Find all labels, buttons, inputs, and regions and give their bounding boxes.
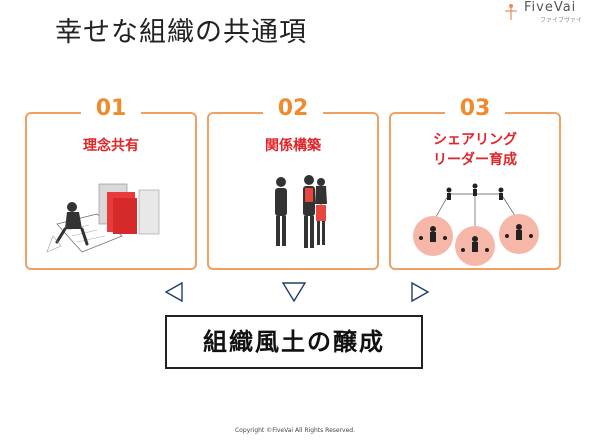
filing-work-illustration xyxy=(46,183,160,253)
card-sharing-leadership: シェアリング リーダー育成 xyxy=(389,112,561,270)
logo-mark-icon xyxy=(505,4,517,20)
arrow-right-icon xyxy=(411,281,430,303)
card-label: 理念共有 xyxy=(27,136,195,156)
card-number: 02 xyxy=(263,95,323,123)
team-people-illustration xyxy=(275,175,327,248)
card-number: 03 xyxy=(445,95,505,123)
card-label-line: シェアリング xyxy=(433,132,517,148)
arrow-left-icon xyxy=(164,281,183,303)
fivevai-logo: FiveVai ファイブヴァイ xyxy=(500,0,590,24)
logo-subtext: ファイブヴァイ xyxy=(540,17,583,24)
copyright-text: Copyright ©FiveVai All Rights Reserved. xyxy=(234,427,356,434)
card-label-line: 関係構築 xyxy=(265,138,321,154)
result-box-organizational-culture: 組織風土の醸成 xyxy=(165,315,423,369)
card-label-line: 理念共有 xyxy=(83,138,139,154)
card-label: 関係構築 xyxy=(209,136,377,156)
slide-title: 幸せな組織の共通項 xyxy=(55,17,307,48)
card-label-line: リーダー育成 xyxy=(433,152,517,168)
card-number: 01 xyxy=(81,95,141,123)
arrow-down-icon xyxy=(281,282,307,303)
card-label: シェアリング リーダー育成 xyxy=(391,130,559,170)
card-philosophy-sharing: 理念共有 xyxy=(25,112,197,270)
card-relationship-building: 関係構築 xyxy=(207,112,379,270)
logo-text: FiveVai xyxy=(524,0,577,15)
leader-network-illustration xyxy=(413,183,539,266)
